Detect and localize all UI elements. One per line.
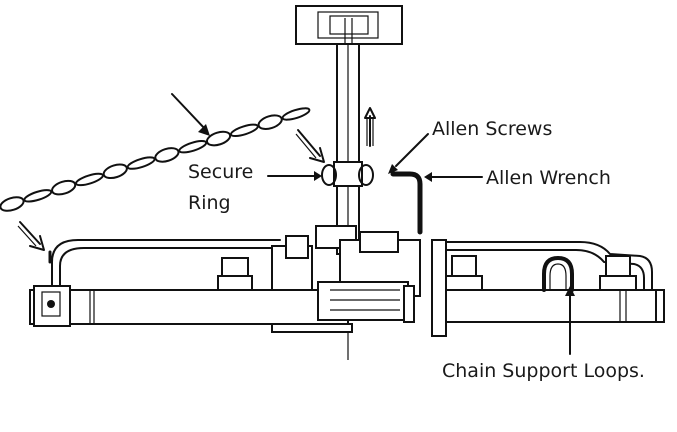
pointer-arrow-chain xyxy=(171,93,207,131)
label-allen-screws: Allen Screws xyxy=(432,118,553,140)
chain-link xyxy=(51,179,77,196)
leader-allen-screws xyxy=(395,133,429,167)
chain-support-loop xyxy=(542,256,574,292)
right-bar xyxy=(431,239,665,337)
chain-link xyxy=(257,114,283,130)
chain-link xyxy=(0,196,25,212)
chain-link xyxy=(229,123,259,138)
hollow-arrow-icon xyxy=(17,129,325,251)
left-bar xyxy=(29,225,357,333)
chain-link xyxy=(75,172,104,187)
label-chain-support-loops: Chain Support Loops. xyxy=(442,360,645,382)
label-allen-wrench: Allen Wrench xyxy=(486,167,611,189)
chain-link xyxy=(281,107,311,121)
allen-wrench xyxy=(390,171,423,235)
label-secure-ring-line2: Ring xyxy=(188,192,231,214)
chain-link xyxy=(205,130,232,147)
chain-link xyxy=(102,163,128,180)
label-secure-ring-line1: Secure xyxy=(188,161,254,183)
up-arrow-icon xyxy=(364,107,376,147)
secure-ring xyxy=(321,161,374,187)
chain-link xyxy=(178,140,208,154)
chain-icon xyxy=(0,107,311,212)
ceiling-mount xyxy=(295,5,403,45)
chain-link xyxy=(23,189,53,203)
center-hub xyxy=(317,231,421,323)
chain-link xyxy=(154,147,180,163)
chain-link xyxy=(126,156,156,170)
